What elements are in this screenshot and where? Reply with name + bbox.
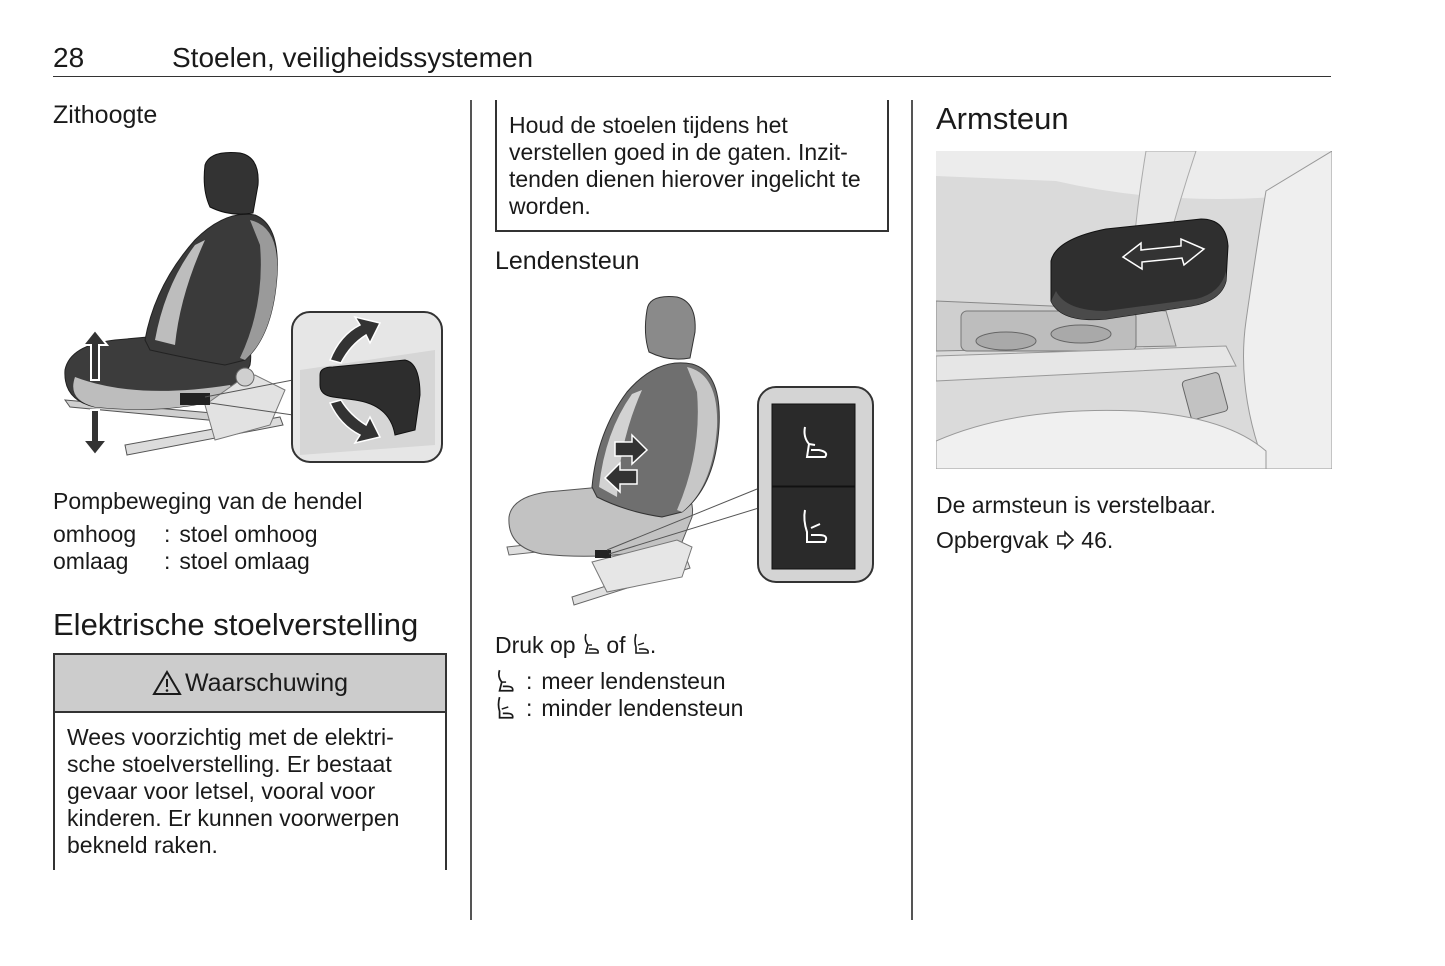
lumbar-support-illustration — [497, 292, 877, 610]
instruction-text: . — [649, 632, 657, 658]
chapter-title: Stoelen, veiligheidssystemen — [172, 42, 534, 73]
warning-line: bekneld raken. — [67, 832, 218, 858]
page-reference-arrow-icon — [1057, 530, 1075, 550]
column-divider — [911, 100, 913, 920]
armrest-description: De armsteun is verstelbaar. — [936, 492, 1216, 518]
page-number: 28 — [53, 42, 85, 73]
lumbar-instruction: Druk op of . — [495, 632, 656, 659]
warning-line: Wees voorzichtig met de elektri- — [67, 724, 394, 750]
action-key: omlaag — [53, 548, 129, 574]
instruction-text: Druk op — [495, 632, 576, 658]
action-separator: : — [526, 668, 533, 694]
xref-label: Opbergvak — [936, 527, 1049, 553]
action-value: minder lendensteun — [541, 695, 744, 721]
storage-cross-reference[interactable]: Opbergvak 46. — [936, 527, 1113, 554]
seat-height-illustration — [55, 145, 445, 465]
action-row: omlaag : stoel omlaag — [53, 548, 317, 575]
warning-line: sche stoelverstelling. Er bestaat — [67, 751, 392, 777]
note-line: tenden dienen hierover ingelicht te — [509, 166, 861, 192]
slide-arrow-icon — [1121, 237, 1206, 271]
note-line: Houd de stoelen tijdens het — [509, 112, 788, 138]
lumbar-more-icon — [498, 669, 514, 692]
warning-line: gevaar voor letsel, vooral voor — [67, 778, 376, 804]
instruction-text: of — [606, 632, 626, 658]
action-value: meer lendensteun — [541, 668, 726, 694]
action-separator: : — [164, 548, 171, 574]
action-separator: : — [164, 521, 171, 547]
note-line: worden. — [509, 193, 591, 219]
lumbar-actions: : meer lendensteun : minder lendensteun — [495, 668, 743, 722]
warning-box: Waarschuwing Wees voorzichtig met de ele… — [53, 653, 447, 870]
warning-line: kinderen. Er kunnen voorwerpen — [67, 805, 400, 831]
warning-text: Wees voorzichtig met de elektri- sche st… — [55, 713, 445, 870]
action-separator: : — [526, 695, 533, 721]
lumbar-more-icon — [803, 426, 828, 458]
section-title-elektrische-stoelverstelling: Elektrische stoelverstelling — [53, 607, 419, 642]
lumbar-less-icon — [634, 633, 649, 654]
armrest-illustration — [935, 150, 1333, 470]
action-key: omhoog — [53, 521, 137, 547]
warning-header: Waarschuwing — [55, 655, 445, 713]
lumbar-less-icon — [803, 509, 828, 543]
action-value: stoel omhoog — [179, 521, 318, 547]
note-line: verstellen goed in de gaten. Inzit- — [509, 139, 848, 165]
action-value: stoel omlaag — [179, 548, 310, 574]
section-heading-zithoogte: Zithoogte — [53, 101, 158, 129]
action-row: : minder lendensteun — [495, 695, 743, 722]
section-title-armsteun: Armsteun — [936, 101, 1069, 136]
lumbar-less-icon — [497, 696, 514, 719]
note-box: Houd de stoelen tijdens het verstellen g… — [495, 100, 889, 232]
page-header: 28 Stoelen, veiligheidssystemen — [53, 40, 1331, 77]
seat-height-actions: omhoog : stoel omhoog omlaag : stoel oml… — [53, 521, 317, 575]
action-row: omhoog : stoel omhoog — [53, 521, 317, 548]
warning-triangle-icon — [152, 670, 182, 695]
warning-title: Waarschuwing — [184, 668, 349, 697]
lever-caption: Pompbeweging van de hendel — [53, 488, 363, 514]
xref-page-number[interactable]: 46. — [1081, 527, 1114, 553]
lumbar-more-icon — [584, 633, 599, 654]
column-divider — [470, 100, 472, 920]
action-row: : meer lendensteun — [495, 668, 743, 695]
section-heading-lendensteun: Lendensteun — [495, 247, 640, 275]
